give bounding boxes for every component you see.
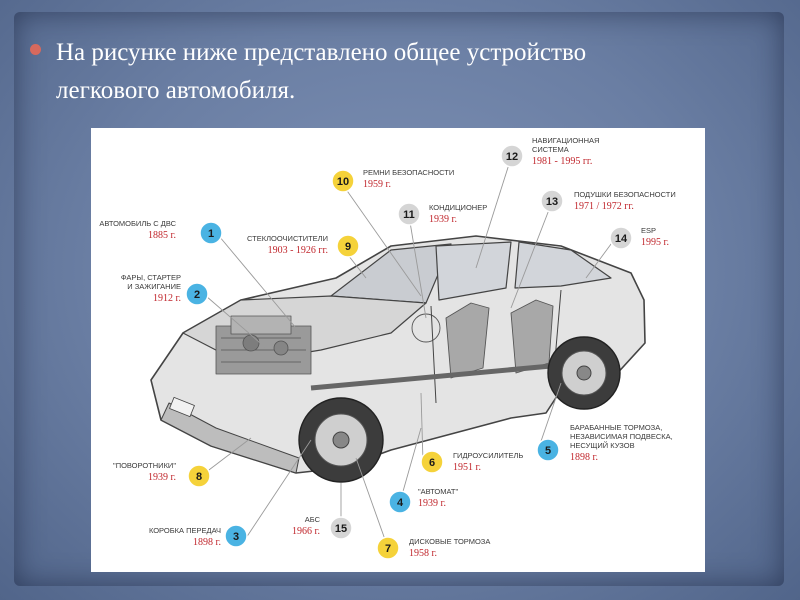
callout-label: КОРОБКА ПЕРЕДАЧ <box>149 526 221 535</box>
callout-year: 1898 г. <box>570 452 598 463</box>
heading-line-2: легкового автомобиля. <box>56 77 296 104</box>
callout-5: 5 БАРАБАННЫЕ ТОРМОЗА,НЕЗАВИСИМАЯ ПОДВЕСКА… <box>536 423 673 463</box>
callout-label: НАВИГАЦИОННАЯ <box>532 136 599 145</box>
interior <box>411 299 554 379</box>
callout-13: 13 ПОДУШКИ БЕЗОПАСНОСТИ 1971 / 1972 гг. <box>540 189 676 213</box>
callout-badge <box>224 524 248 548</box>
heading-line-1: На рисунке ниже представлено общее устро… <box>56 39 587 66</box>
callout-number: 4 <box>397 497 404 509</box>
callout-label: СИСТЕМА <box>532 145 569 154</box>
callout-11: 11 КОНДИЦИОНЕР 1939 г. <box>397 202 487 226</box>
callout-number: 12 <box>506 151 518 163</box>
callout-year: 1939 г. <box>418 498 446 509</box>
rear-wheel <box>547 336 621 410</box>
callout-badge <box>187 464 211 488</box>
callout-number: 6 <box>429 457 435 469</box>
callout-number: 8 <box>196 471 202 483</box>
callout-year: 1912 г. <box>153 293 181 304</box>
callout-year: 1966 г. <box>292 526 320 537</box>
side-window-front <box>435 241 512 301</box>
callout-label: ГИДРОУСИЛИТЕЛЬ <box>453 451 523 460</box>
callout-number: 11 <box>403 209 415 221</box>
callout-badge <box>500 144 524 168</box>
front-wheel <box>298 397 384 483</box>
callout-label: КОНДИЦИОНЕР <box>429 203 487 212</box>
callout-label: "АВТОМАТ" <box>418 487 458 496</box>
drivetrain <box>310 363 552 391</box>
callout-label: НЕЗАВИСИМАЯ ПОДВЕСКА, <box>570 432 673 441</box>
callout-badge <box>609 226 633 250</box>
callout-badge <box>388 490 412 514</box>
callout-number: 14 <box>615 233 628 245</box>
callout-badge <box>331 169 355 193</box>
callout-number: 10 <box>337 176 349 188</box>
callout-number: 13 <box>546 196 558 208</box>
callout-label: БАРАБАННЫЕ ТОРМОЗА, <box>570 423 662 432</box>
callout-year: 1898 г. <box>193 537 221 548</box>
callout-badge <box>420 450 444 474</box>
callout-year: 1951 г. <box>453 462 481 473</box>
callout-badge <box>329 516 353 540</box>
callout-badge <box>336 234 360 258</box>
callout-number: 1 <box>208 228 214 240</box>
callout-7: 7 ДИСКОВЫЕ ТОРМОЗА 1958 г. <box>376 536 490 560</box>
callout-number: 7 <box>385 543 391 555</box>
callout-number: 5 <box>545 445 551 457</box>
callout-1: 1 АВТОМОБИЛЬ С ДВС 1885 г. <box>99 219 223 245</box>
callout-year: 1958 г. <box>409 548 437 559</box>
car-diagram: 1 АВТОМОБИЛЬ С ДВС 1885 г. 2 ФАРЫ, СТАРТЕРИ … <box>99 136 676 560</box>
callout-year: 1939 г. <box>148 472 176 483</box>
callout-label: И ЗАЖИГАНИЕ <box>127 282 181 291</box>
callout-year: 1939 г. <box>429 214 457 225</box>
callout-label: АБС <box>305 515 321 524</box>
callout-label: НЕСУЩИЙ КУЗОВ <box>570 441 635 450</box>
bullet-dot-icon <box>30 44 41 55</box>
callout-label: РЕМНИ БЕЗОПАСНОСТИ <box>363 168 454 177</box>
callout-3: 3 КОРОБКА ПЕРЕДАЧ 1898 г. <box>149 524 248 548</box>
leader-lines <box>200 157 615 549</box>
callout-label: ДИСКОВЫЕ ТОРМОЗА <box>409 537 490 546</box>
callout-number: 15 <box>335 523 347 535</box>
callout-14: 14 ESP 1995 г. <box>609 226 669 250</box>
callout-8: 8 "ПОВОРОТНИКИ" 1939 г. <box>113 461 211 488</box>
callout-badge <box>185 282 209 306</box>
slide-heading: На рисунке ниже представлено общее устро… <box>56 34 756 110</box>
callout-label: ПОДУШКИ БЕЗОПАСНОСТИ <box>574 190 676 199</box>
callout-6: 6 ГИДРОУСИЛИТЕЛЬ 1951 г. <box>420 450 523 474</box>
callout-label: "ПОВОРОТНИКИ" <box>113 461 176 470</box>
callout-label: ESP <box>641 226 656 235</box>
callout-layer: 1 АВТОМОБИЛЬ С ДВС 1885 г. 2 ФАРЫ, СТАРТЕРИ … <box>99 136 676 560</box>
callout-9: 9 СТЕКЛООЧИСТИТЕЛИ 1903 - 1926 гг. <box>247 234 360 258</box>
engine <box>215 315 312 375</box>
callout-badge <box>536 438 560 462</box>
callout-year: 1995 г. <box>641 237 669 248</box>
callout-year: 1903 - 1926 гг. <box>268 245 328 256</box>
callout-badge <box>199 221 223 245</box>
callout-year: 1885 г. <box>148 230 176 241</box>
callout-number: 9 <box>345 241 351 253</box>
car-body <box>150 235 646 474</box>
callout-year: 1959 г. <box>363 179 391 190</box>
callout-year: 1971 / 1972 гг. <box>574 201 634 212</box>
callout-number: 3 <box>233 531 239 543</box>
callout-label: СТЕКЛООЧИСТИТЕЛИ <box>247 234 328 243</box>
callout-number: 2 <box>194 289 200 301</box>
callout-10: 10 РЕМНИ БЕЗОПАСНОСТИ 1959 г. <box>331 168 454 193</box>
license-plate <box>169 396 195 418</box>
callout-4: 4 "АВТОМАТ" 1939 г. <box>388 487 458 514</box>
callout-label: АВТОМОБИЛЬ С ДВС <box>99 219 176 228</box>
callout-badge <box>376 536 400 560</box>
callout-badge <box>540 189 564 213</box>
car-illustration <box>150 235 646 483</box>
callout-badge <box>397 202 421 226</box>
callout-year: 1981 - 1995 гг. <box>532 156 592 167</box>
callout-label: ФАРЫ, СТАРТЕР <box>121 273 181 282</box>
callout-15: 15 АБС 1966 г. <box>292 515 353 540</box>
